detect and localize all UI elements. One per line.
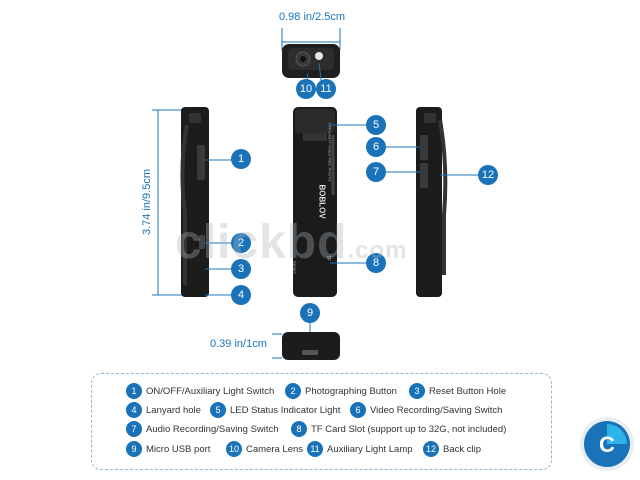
legend-number: 2 xyxy=(285,383,301,399)
front-callout-lines xyxy=(330,124,366,264)
front-view: BOBLOV OFF/LIGHT VIDEO REC PHOTO RESET xyxy=(285,105,345,300)
watermark-tld: .com xyxy=(347,237,408,264)
legend-number: 11 xyxy=(307,441,323,457)
callout-7: 7 xyxy=(366,162,386,182)
height-dimension-label: 3.74 in/9.5cm xyxy=(141,168,153,236)
callout-2: 2 xyxy=(231,233,251,253)
callout-10: 10 xyxy=(296,79,316,99)
legend-label: ON/OFF/Auxiliary Light Switch xyxy=(146,385,275,397)
legend-item: 5 LED Status Indicator Light xyxy=(210,401,340,419)
legend-item: 6 Video Recording/Saving Switch xyxy=(350,401,502,419)
front-view-drawing xyxy=(293,107,337,297)
bottom-view xyxy=(272,322,352,367)
legend-number: 10 xyxy=(226,441,242,457)
legend-number: 12 xyxy=(423,441,439,457)
callout-5: 5 xyxy=(366,115,386,135)
watermark-main: clickbd xyxy=(175,216,348,269)
legend-number: 4 xyxy=(126,402,142,418)
legend-label: LED Status Indicator Light xyxy=(230,404,341,416)
callout-12: 12 xyxy=(478,165,498,185)
legend-label: Audio Recording/Saving Switch xyxy=(146,423,279,435)
legend-item: 7 Audio Recording/Saving Switch xyxy=(126,420,279,438)
right-callout-lines xyxy=(385,146,478,176)
legend-item: 8 TF Card Slot (support up to 32G, not in… xyxy=(291,420,506,438)
top-view xyxy=(270,28,370,108)
legend-number: 5 xyxy=(210,402,226,418)
callout-1: 1 xyxy=(231,149,251,169)
clickbd-logo-icon: C xyxy=(580,417,634,471)
legend-number: 6 xyxy=(350,402,366,418)
legend-item: 1 ON/OFF/Auxiliary Light Switch xyxy=(126,382,274,400)
legend-label: Back clip xyxy=(443,443,482,455)
legend-label: Micro USB port xyxy=(146,443,211,455)
callout-6: 6 xyxy=(366,137,386,157)
side-view-right-drawing xyxy=(416,107,448,297)
depth-dimension-label: 0.39 in/1cm xyxy=(210,338,267,350)
side-view-right xyxy=(410,105,450,300)
legend-number: 1 xyxy=(126,383,142,399)
legend-item: 2 Photographing Button xyxy=(285,382,397,400)
callout-3: 3 xyxy=(231,259,251,279)
callout-8: 8 xyxy=(366,253,386,273)
legend-number: 7 xyxy=(126,421,142,437)
legend-item: 11 Auxiliary Light Lamp xyxy=(307,440,413,458)
legend-label: Video Recording/Saving Switch xyxy=(370,404,503,416)
legend-item: 3 Reset Button Hole xyxy=(409,382,506,400)
logo-letter: C xyxy=(599,432,615,457)
legend-number: 3 xyxy=(409,383,425,399)
bottom-view-drawing xyxy=(272,322,340,360)
top-view-drawing xyxy=(281,28,341,89)
legend-box: 1 ON/OFF/Auxiliary Light Switch 2 Photogra… xyxy=(91,373,552,470)
width-dimension-label: 0.98 in/2.5cm xyxy=(279,11,346,23)
legend-item: 9 Micro USB port xyxy=(126,440,210,458)
left-callout-lines xyxy=(205,159,231,296)
legend-label: Reset Button Hole xyxy=(429,385,507,397)
legend-item: 10 Camera Lens xyxy=(226,440,303,458)
legend-label: Lanyard hole xyxy=(146,404,201,416)
side-view-left-drawing xyxy=(180,107,209,297)
legend-label: Photographing Button xyxy=(305,385,397,397)
watermark: clickbd.com xyxy=(175,215,407,270)
legend-label: Camera Lens xyxy=(246,443,304,455)
clickbd-logo: C xyxy=(578,415,636,473)
legend-item: 12 Back clip xyxy=(423,440,481,458)
callout-4: 4 xyxy=(231,285,251,305)
legend-item: 4 Lanyard hole xyxy=(126,401,201,419)
legend-number: 8 xyxy=(291,421,307,437)
callout-11: 11 xyxy=(316,79,336,99)
callout-9: 9 xyxy=(300,303,320,323)
legend-number: 9 xyxy=(126,441,142,457)
side-view-left xyxy=(175,105,215,300)
legend-label: Auxiliary Light Lamp xyxy=(327,443,413,455)
legend-label: TF Card Slot (support up to 32G, not inc… xyxy=(311,423,507,435)
